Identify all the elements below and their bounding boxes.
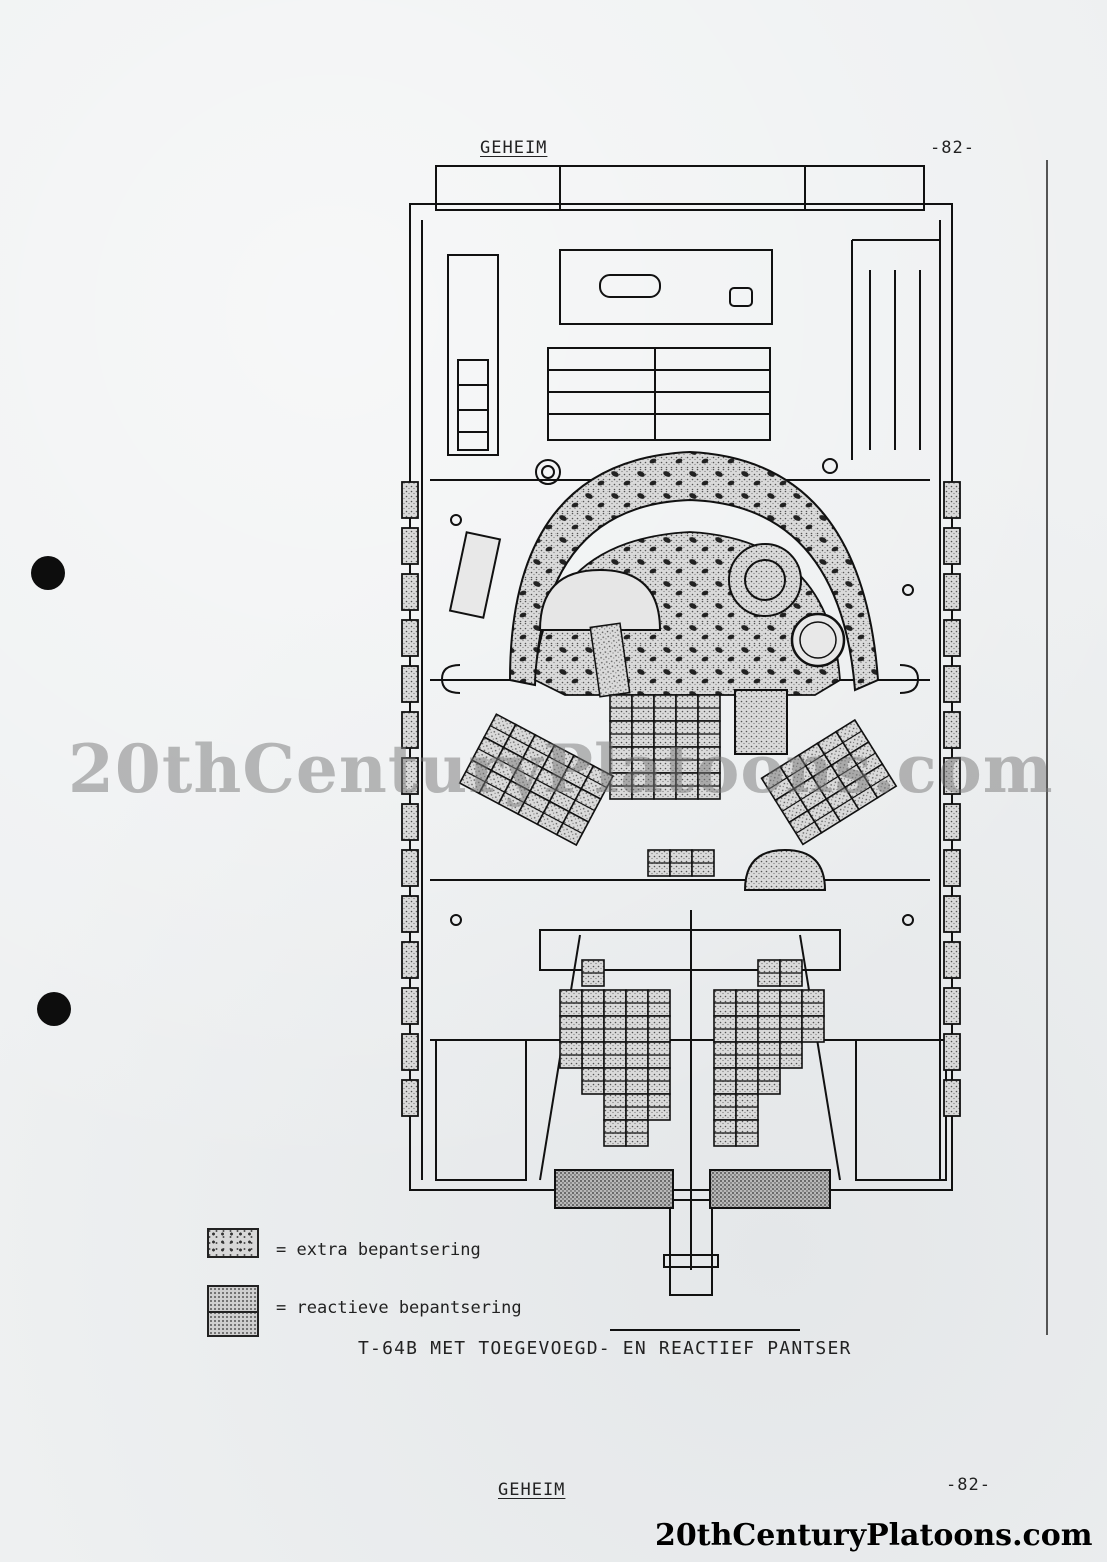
legend-swatch-extra-armor (207, 1228, 259, 1258)
header-classification: GEHEIM (480, 138, 548, 158)
watermark: 20thCenturyPlatoons.com (68, 730, 1054, 808)
tank-top-view-drawing (401, 165, 961, 1331)
site-label: 20thCenturyPlatoons.com (655, 1518, 1093, 1553)
legend-label-reactive-armor: = reactieve bepantsering (276, 1298, 522, 1318)
punch-hole-bottom (37, 992, 71, 1026)
margin-rule (1046, 160, 1048, 1335)
legend-label-extra-armor: = extra bepantsering (276, 1240, 481, 1260)
footer-page-number: -82- (946, 1475, 991, 1495)
punch-hole-top (31, 556, 65, 590)
legend-swatch-reactive-armor (207, 1285, 259, 1337)
header-page-number: -82- (930, 138, 975, 158)
footer-classification: GEHEIM (498, 1480, 566, 1500)
figure-caption: T-64B MET TOEGEVOEGD- EN REACTIEF PANTSE… (358, 1338, 852, 1359)
